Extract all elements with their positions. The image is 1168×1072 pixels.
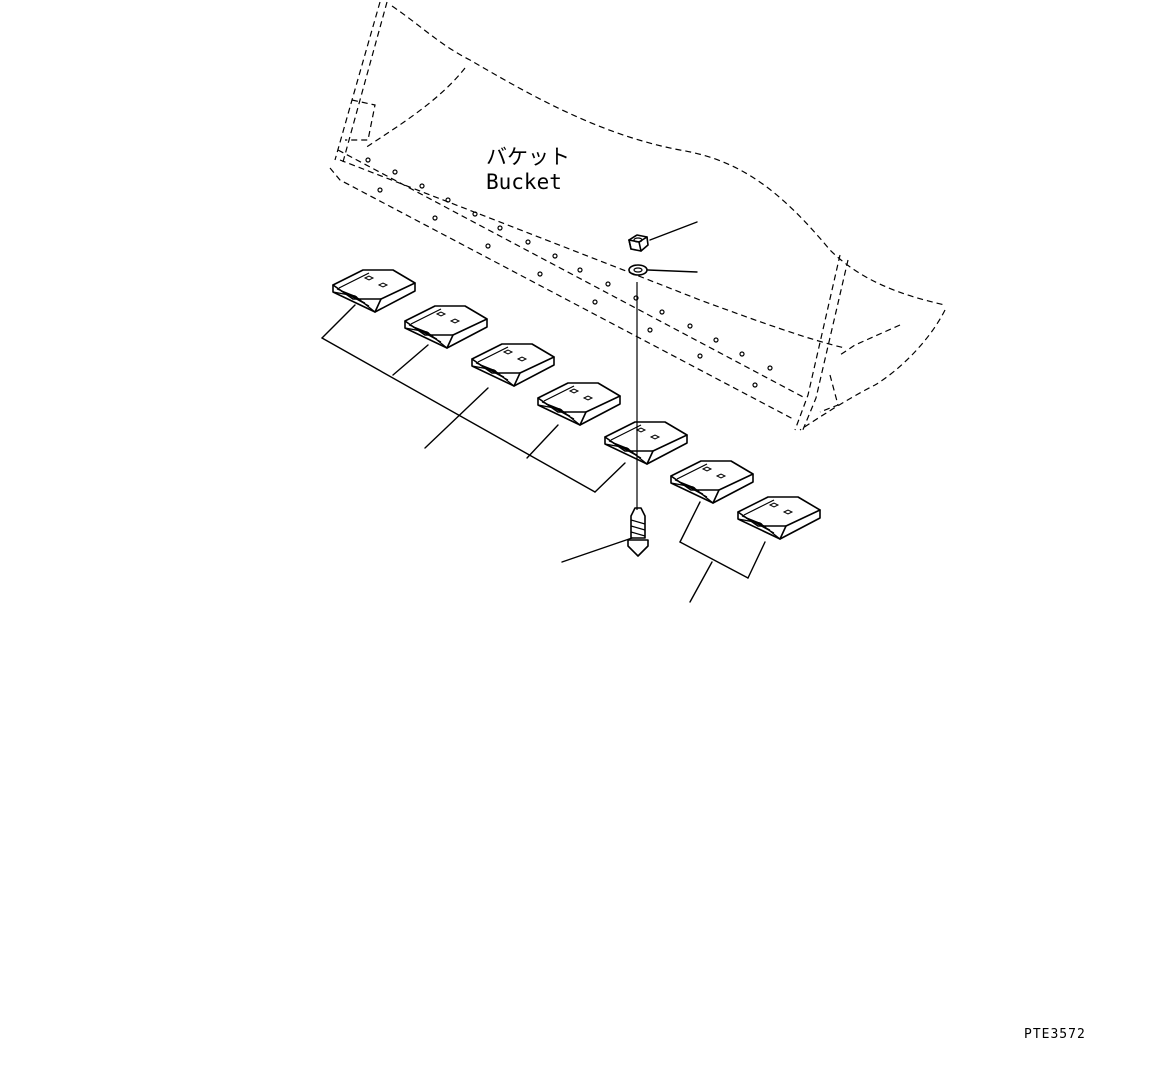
- wear-plates: [332, 269, 821, 540]
- bucket-label: バケット Bucket: [486, 145, 570, 194]
- wear-plate-icon: [737, 496, 821, 540]
- wear-plate-icon: [404, 305, 488, 349]
- drawing-code: PTE3572: [1024, 1027, 1086, 1042]
- plate-group-a-leader: [321, 304, 626, 493]
- washer-icon: [628, 264, 648, 276]
- wear-plate-icon: [332, 269, 416, 313]
- bolt-icon: [627, 507, 649, 557]
- wear-plate-icon: [537, 382, 621, 426]
- wear-plate-icon: [604, 421, 688, 465]
- bucket-outline: [329, 1, 946, 433]
- wear-plate-icon: [471, 343, 555, 387]
- bucket-label-jp: バケット: [486, 145, 570, 169]
- bucket-label-en: Bucket: [486, 170, 562, 194]
- nut-icon: [628, 234, 649, 252]
- wear-plate-icon: [670, 460, 754, 504]
- plate-group-b-leader: [679, 501, 766, 603]
- bolt-leader: [561, 537, 633, 563]
- bucket-bolt-holes: [365, 157, 773, 388]
- washer-leader: [647, 269, 698, 273]
- nut-leader: [649, 221, 698, 241]
